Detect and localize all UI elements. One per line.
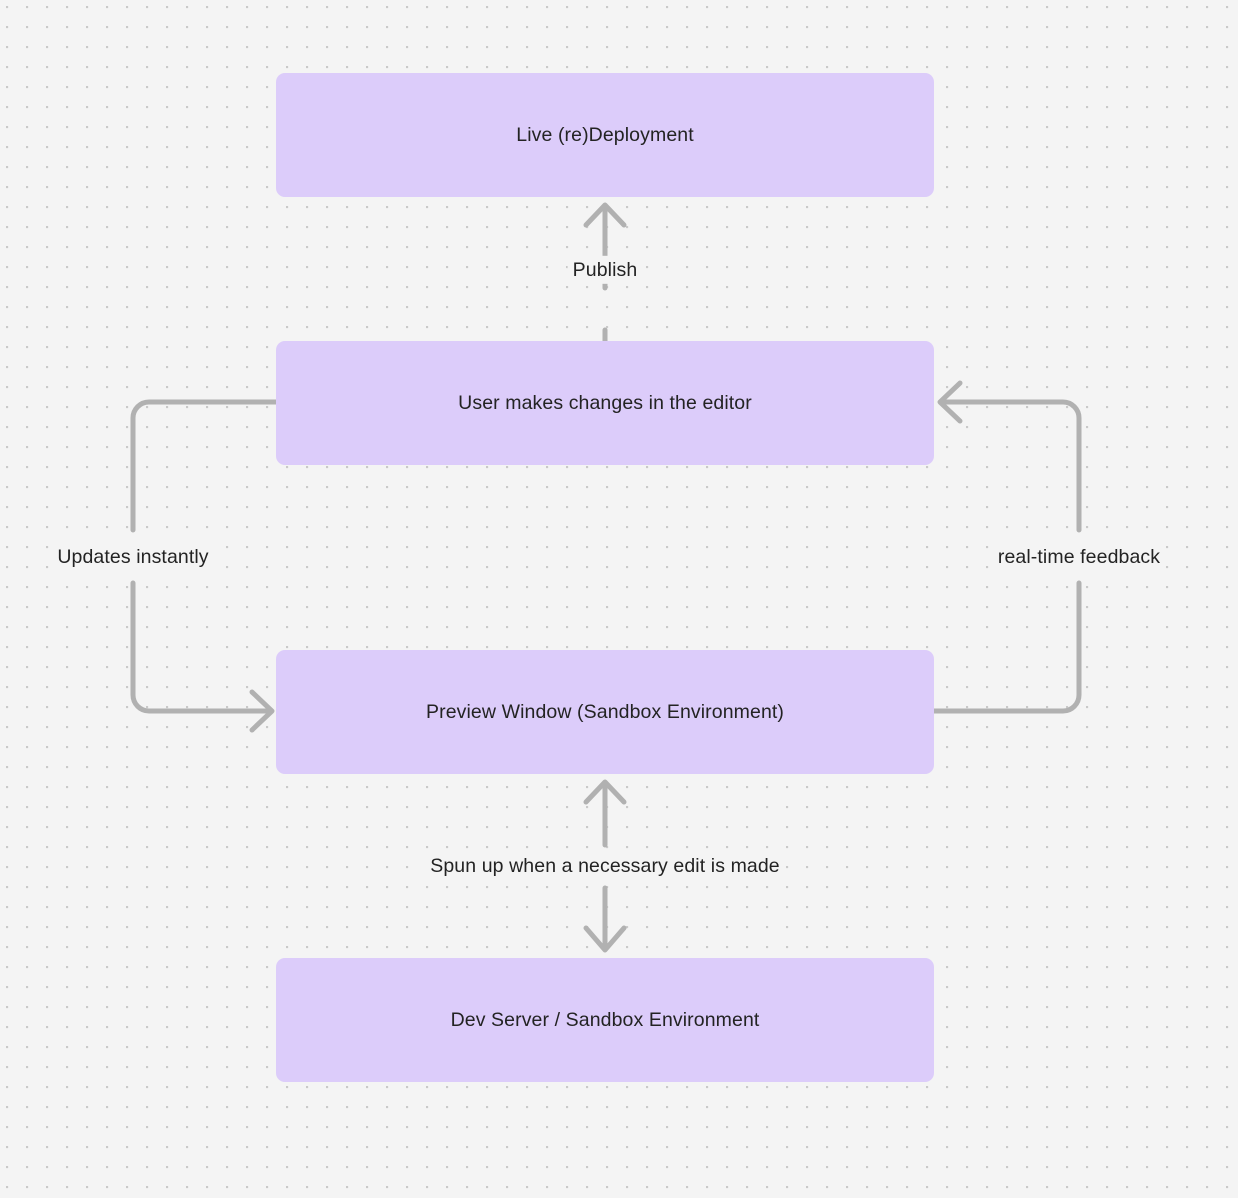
node-dev-server[interactable]: Dev Server / Sandbox Environment — [276, 958, 934, 1082]
edge-label-updates-instantly: Updates instantly — [52, 542, 214, 572]
edge-label-publish: Publish — [567, 255, 643, 285]
edge-label-real-time-feedback: real-time feedback — [992, 542, 1166, 572]
node-label: User makes changes in the editor — [458, 391, 752, 414]
node-label: Live (re)Deployment — [516, 123, 694, 146]
node-label: Dev Server / Sandbox Environment — [450, 1008, 760, 1031]
node-preview-window[interactable]: Preview Window (Sandbox Environment) — [276, 650, 934, 774]
node-label: Preview Window (Sandbox Environment) — [426, 700, 784, 723]
edge-label-spun-up: Spun up when a necessary edit is made — [425, 851, 785, 881]
node-user-makes-changes[interactable]: User makes changes in the editor — [276, 341, 934, 465]
node-live-redeployment[interactable]: Live (re)Deployment — [276, 73, 934, 197]
